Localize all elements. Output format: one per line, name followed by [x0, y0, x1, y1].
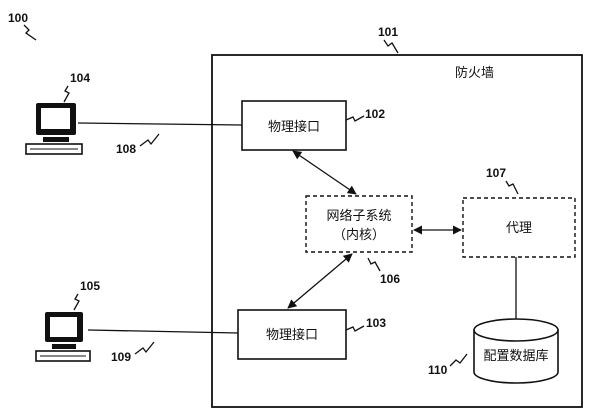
arrow-interface-top-to-subsystem	[292, 150, 357, 195]
arrow-subsystem-to-interface-bottom	[287, 253, 353, 309]
firewall-boundary	[211, 54, 583, 408]
figure-ref-squiggle	[23, 24, 37, 41]
network-subsystem-box	[305, 195, 413, 253]
config-database-cylinder	[473, 318, 559, 384]
link-line-top	[77, 122, 243, 126]
network-subsystem-label: 网络子系统	[326, 208, 391, 224]
link-bottom-ref-label: 109	[111, 350, 131, 364]
proxy-ref-squiggle	[505, 180, 519, 195]
proxy-label: 代理	[506, 221, 532, 236]
kernel-label: （内核）	[333, 227, 385, 243]
computer-top-ref-label: 104	[70, 71, 90, 85]
kernel-ref-squiggle	[367, 257, 381, 272]
firewall-ref-squiggle	[383, 39, 399, 54]
link-top-ref-label: 108	[116, 142, 136, 156]
computer-icon-top	[25, 103, 83, 155]
physical-interface-bottom	[237, 309, 347, 360]
proxy-box	[462, 197, 576, 258]
firewall-ref-label: 101	[378, 25, 398, 39]
figure-ref-label: 100	[8, 11, 28, 25]
phys-if-top-ref-label: 102	[365, 107, 385, 121]
kernel-ref-label: 106	[380, 272, 400, 286]
proxy-ref-label: 107	[486, 166, 506, 180]
firewall-label: 防火墙	[455, 65, 494, 81]
config-database-label: 配置数据库	[483, 348, 548, 364]
phys-if-bottom-ref-squiggle	[345, 325, 365, 332]
link-top-ref-squiggle	[139, 133, 160, 147]
phys-if-top-ref-squiggle	[345, 115, 365, 122]
physical-interface-bottom-label: 物理接口	[266, 327, 318, 343]
db-ref-squiggle	[449, 353, 468, 367]
computer-bottom-ref-squiggle	[73, 293, 80, 311]
link-bottom-ref-squiggle	[134, 341, 155, 355]
link-line-bottom	[87, 329, 239, 334]
physical-interface-top-label: 物理接口	[268, 119, 320, 135]
phys-if-bottom-ref-label: 103	[366, 316, 386, 330]
computer-bottom-ref-label: 105	[80, 279, 100, 293]
computer-top-ref-squiggle	[63, 85, 70, 103]
physical-interface-top	[241, 100, 347, 151]
computer-icon-bottom	[35, 312, 91, 362]
db-ref-label: 110	[428, 363, 448, 377]
